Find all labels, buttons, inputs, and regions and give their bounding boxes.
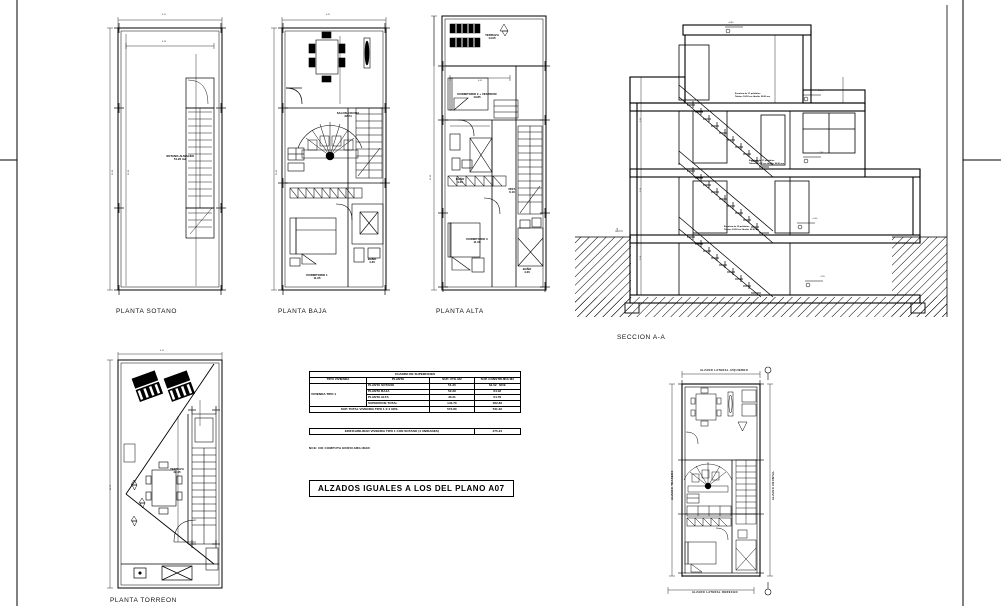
room-label-salon-cocina: SALON-COCINA 32.74 bbox=[336, 111, 360, 119]
room-label-dist: DIST. 6.10 bbox=[508, 187, 516, 195]
dim-baja-top-1: 6.11 bbox=[326, 14, 330, 16]
room-label-dormitorio-2: DORMITORIO 2 + VESTIDOR 13.85 bbox=[457, 92, 497, 100]
dim-sotano-top-2: 4.24 bbox=[162, 41, 167, 43]
alzados-callout: ALZADOS IGUALES A LOS DEL PLANO A07 bbox=[309, 480, 514, 497]
plan-planta-torreon bbox=[107, 352, 223, 589]
plan-planta-baja-alzados bbox=[667, 366, 773, 596]
plan-planta-alta bbox=[431, 15, 550, 292]
dim-sotano-top-1: 6.11 bbox=[162, 14, 166, 16]
plan-title-planta-sotano: PLANTA SOTANO bbox=[116, 308, 178, 315]
plan-title-planta-baja: PLANTA BAJA bbox=[278, 308, 328, 315]
plan-title-planta-alta: PLANTA ALTA bbox=[436, 308, 484, 315]
plan-title-planta-torreon: PLANTA TORREON bbox=[110, 597, 177, 604]
section-height-base: 1.00 bbox=[617, 227, 619, 232]
plan-planta-sotano bbox=[107, 17, 226, 295]
table-cell-total-util: 574.80 bbox=[429, 406, 475, 414]
room-label-sotano-almacen: SOTANO-ALMACÉN 51.20 m2 bbox=[166, 154, 194, 162]
plan-planta-baja bbox=[271, 17, 390, 295]
table-total-row: SUP. TOTAL VIVIENDA TIPO 1 X 4 UDS. 574.… bbox=[308, 406, 522, 414]
section-level-0: +0.00 bbox=[812, 218, 818, 220]
table-footnote: NCE: NO COMPUTA EDIFICABILIDAD bbox=[309, 446, 370, 450]
alzados-callout-text: ALZADOS IGUALES A LOS DEL PLANO A07 bbox=[318, 484, 505, 493]
room-label-dormitorio-1: DORMITORIO 1 11.05 bbox=[306, 273, 328, 281]
section-level-2: +5.86 bbox=[818, 90, 824, 92]
section-level-1: +2.93 bbox=[818, 152, 824, 154]
label-alzado-lateral-izquierdo: ALZADO LATERAL IZQUIERDO bbox=[700, 369, 749, 372]
section-height-1: 2.93 bbox=[640, 117, 642, 122]
dim-torreon-top: 6.11 bbox=[160, 350, 164, 352]
dim-alta-left-1: 12.95 bbox=[430, 174, 432, 180]
table-cell-total-construida: 731.32 bbox=[473, 406, 522, 414]
room-label-bano-2-alta: BAÑO 4.20 bbox=[522, 267, 532, 275]
room-label-bano-baja: BAÑO 4.20 bbox=[367, 257, 377, 265]
surface-table: CUADRO DE SUPERFICIES TIPO VIVIENDA PLAN… bbox=[308, 371, 522, 414]
room-label-terraza-torreon: TERRAZA 42.45 bbox=[170, 467, 184, 475]
table-cell-edificabilidad-value: 475.24 bbox=[473, 428, 522, 435]
dim-sotano-left-2: 12.95 bbox=[128, 169, 130, 175]
label-alzado-frontal: ALZADO FRONTAL bbox=[772, 470, 775, 500]
section-stair-note-3: Escalera de 19 peldaños Tabica: 18.52 cm… bbox=[724, 226, 760, 231]
section-height-2: 2.93 bbox=[640, 187, 642, 192]
section-aa bbox=[575, 5, 948, 317]
dim-torreon-left: 14.75 bbox=[110, 484, 112, 490]
section-level-top: +8.80 bbox=[728, 22, 734, 24]
section-stair-note-1: Escalera de 17 peldaños Tabica: 18.52 cm… bbox=[735, 93, 771, 98]
section-title: SECCION A-A bbox=[617, 334, 666, 341]
room-label-dormitorio-3: DORMITORIO 3 11.00 bbox=[466, 237, 488, 245]
dim-alta-top-2: 4.61 bbox=[478, 80, 483, 82]
label-alzado-trasero: ALZADO TRASERO bbox=[671, 470, 674, 500]
section-stair-note-2: Escalera de 17 peldaños Tabica: 18.52 cm… bbox=[749, 160, 785, 165]
section-height-3: 2.93 bbox=[640, 255, 642, 260]
table-cell-total-label: SUP. TOTAL VIVIENDA TIPO 1 X 4 UDS. bbox=[308, 406, 431, 414]
dim-baja-left-1: 12.95 bbox=[276, 169, 278, 175]
section-level-base: -2.95 bbox=[820, 276, 825, 278]
room-label-terraza-alta: TERRAZA 14.05 bbox=[485, 33, 499, 41]
table-cell-edificabilidad-label: EDIFICABILIDAD VIVIENDA TIPO 1 CON SOTAN… bbox=[309, 428, 475, 435]
table-cell-tipo-vivienda: VIVIENDA TIPO 1 bbox=[309, 382, 367, 408]
table-edificabilidad-row: EDIFICABILIDAD VIVIENDA TIPO 1 CON SOTAN… bbox=[309, 428, 522, 435]
edificabilidad-table: EDIFICABILIDAD VIVIENDA TIPO 1 CON SOTAN… bbox=[309, 428, 522, 435]
room-label-bano-alta: BAÑO 4.20 bbox=[455, 177, 465, 185]
dim-sotano-left-1: 12.95 bbox=[112, 169, 114, 175]
label-alzado-lateral-derecho: ALZADO LATERAL DERECHO bbox=[692, 591, 738, 594]
